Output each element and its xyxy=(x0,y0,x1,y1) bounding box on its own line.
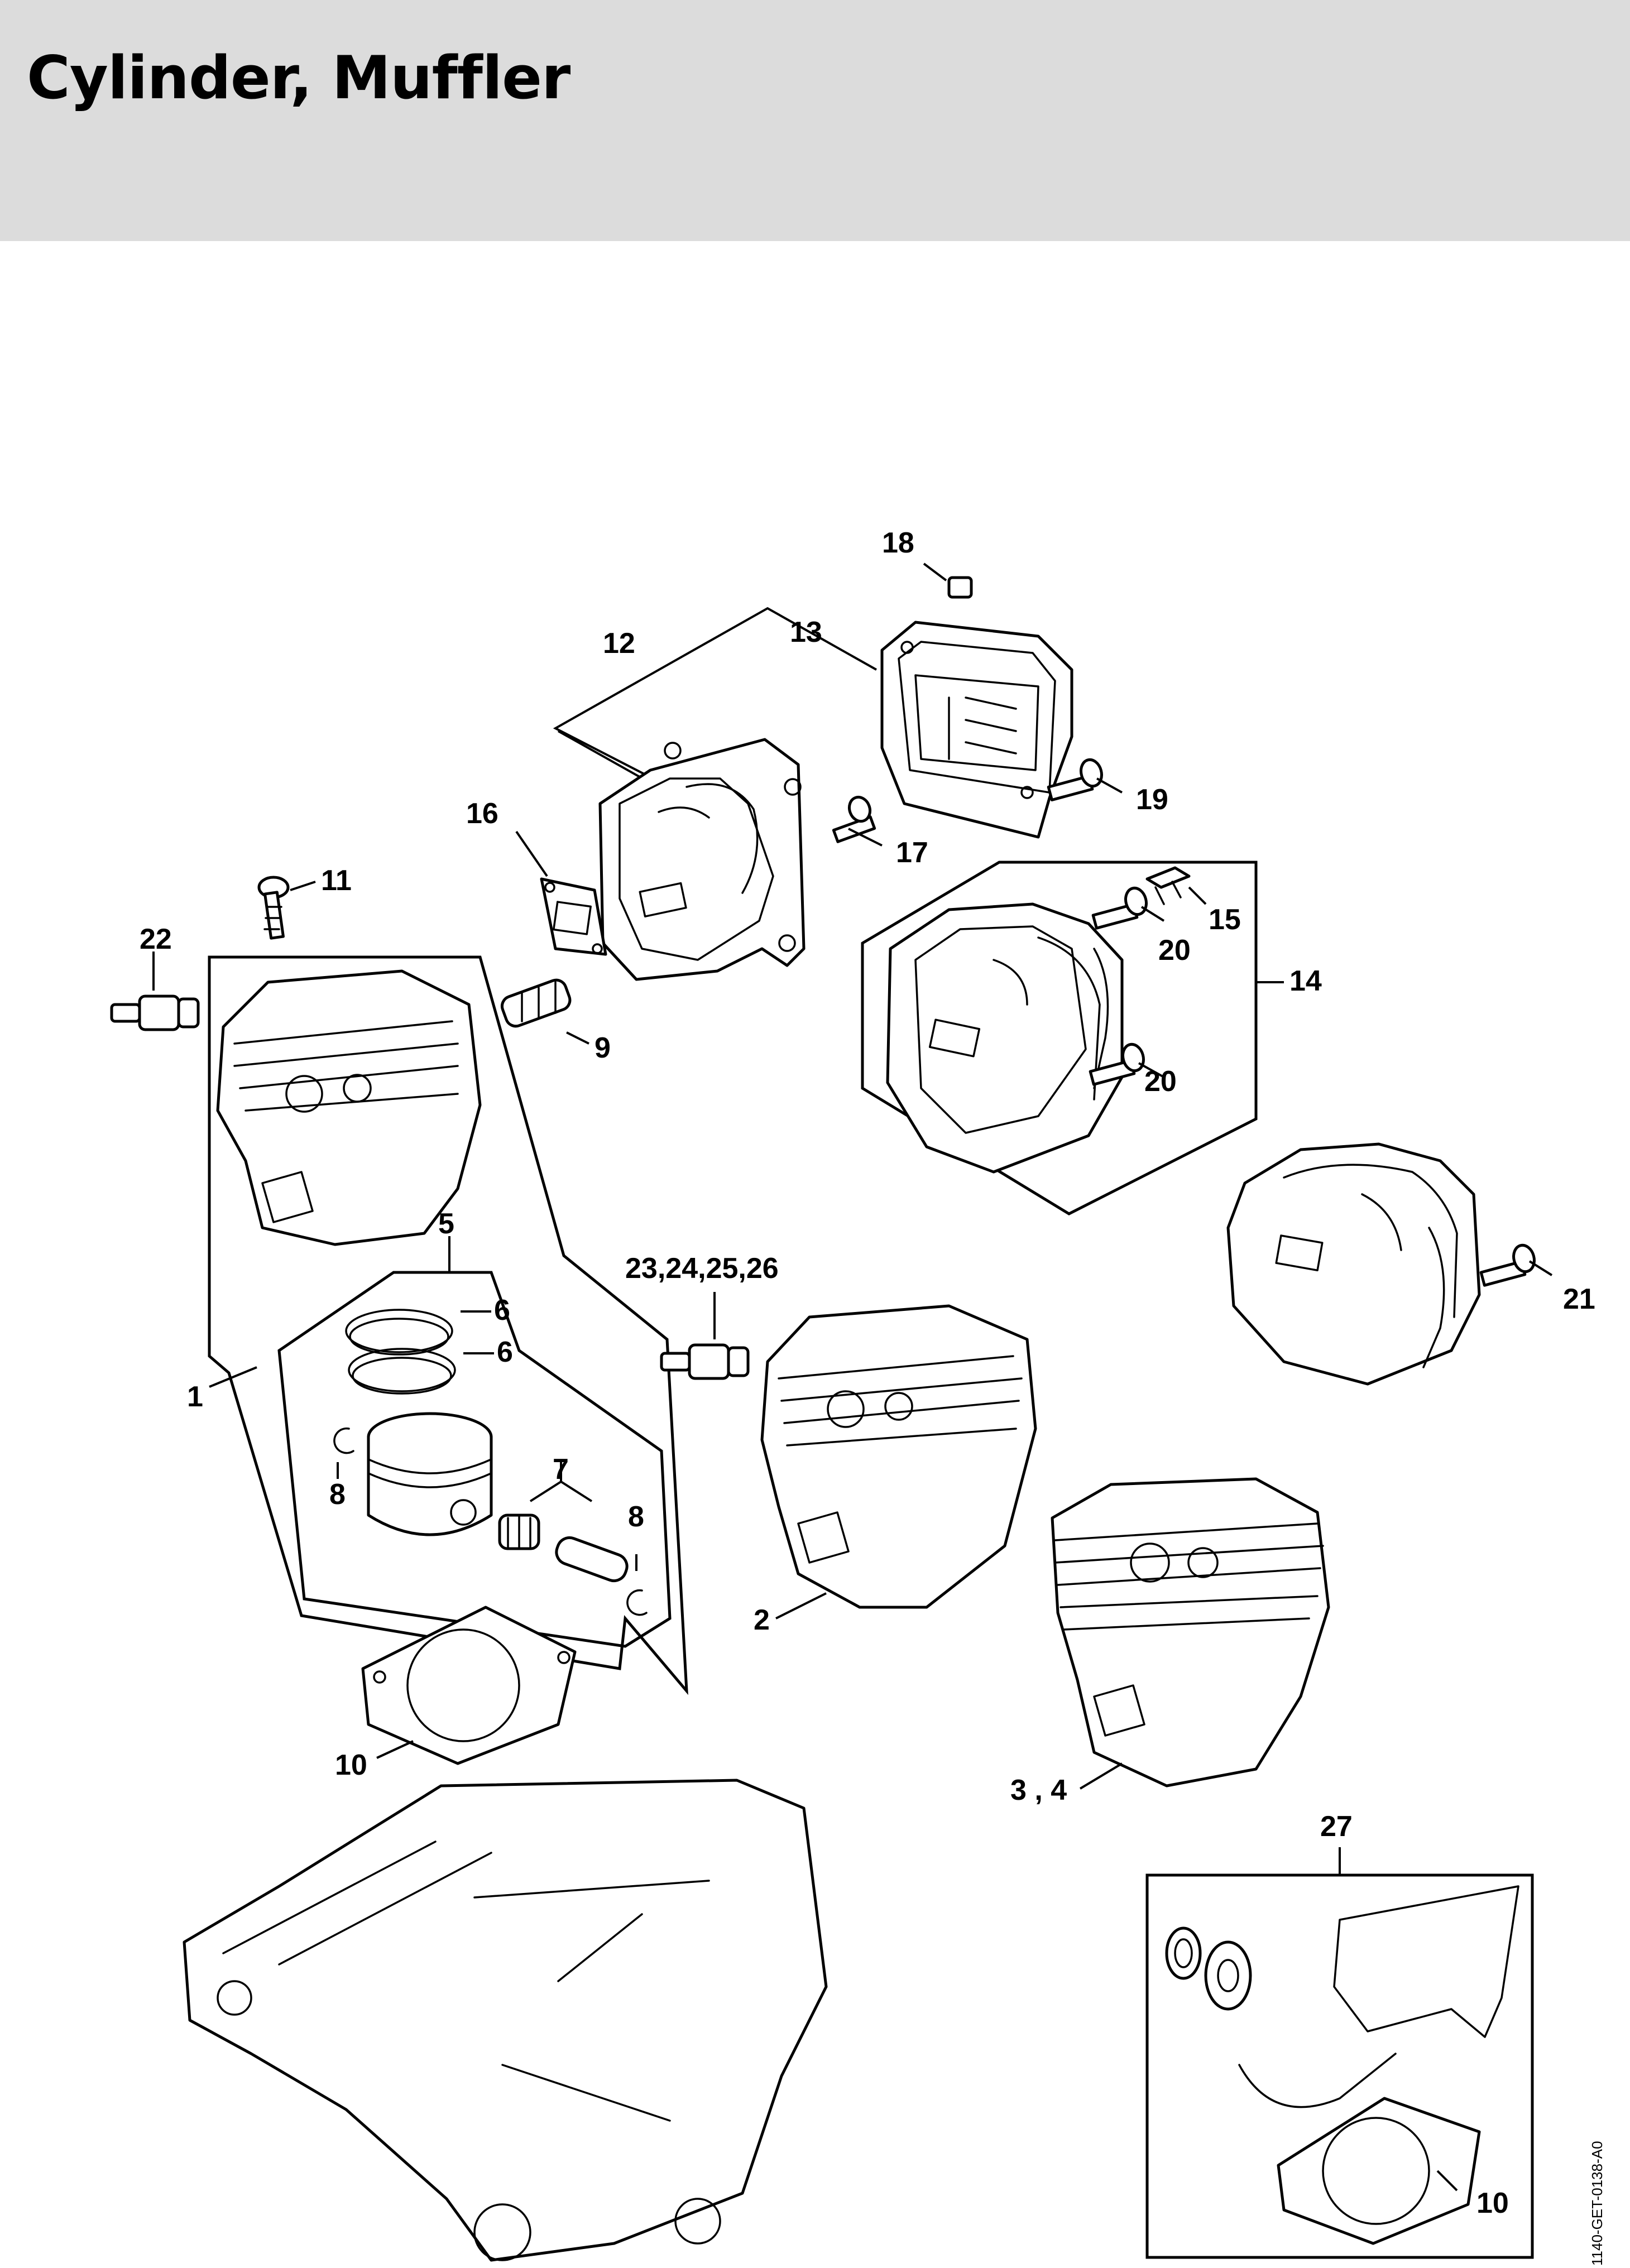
callout-10b: 10 xyxy=(1476,2187,1509,2219)
callout-6a: 6 xyxy=(494,1294,510,1327)
circlip-8-right xyxy=(626,1589,648,1616)
drawing-reference-code: 1140-GET-0138-A0 xyxy=(1589,2141,1605,2266)
muffler-body-12 xyxy=(598,738,806,981)
cylinder-3-4 xyxy=(1051,1477,1330,1788)
header-band: Cylinder, Muffler xyxy=(0,0,1630,241)
screw-20-upper xyxy=(1091,886,1148,930)
bracket-12-leg xyxy=(558,730,648,782)
callout-2: 2 xyxy=(754,1604,770,1636)
screw-21 xyxy=(1479,1243,1536,1287)
piston-rings-6 xyxy=(345,1309,456,1395)
piston xyxy=(367,1412,493,1536)
callout-16: 16 xyxy=(466,797,498,830)
gasket-set-27 xyxy=(1165,1885,1519,2245)
callout-23-26: 23,24,25,26 xyxy=(625,1252,779,1285)
muffler-14 xyxy=(886,902,1124,1174)
callout-9: 9 xyxy=(595,1032,611,1064)
callout-6b: 6 xyxy=(497,1336,513,1368)
screw-11 xyxy=(257,876,290,940)
circlip-8-left xyxy=(333,1427,354,1454)
piston-pin-7 xyxy=(555,1536,629,1583)
screw-20-lower xyxy=(1089,1042,1145,1086)
callout-19: 19 xyxy=(1136,784,1168,816)
screw-18 xyxy=(947,576,973,599)
callout-labels: 1 2 3 , 4 5 6 6 7 8 8 9 10 10 11 12 13 1… xyxy=(140,527,1595,2219)
group-frame-14 xyxy=(861,861,1258,1215)
clip-15 xyxy=(1145,866,1191,905)
callout-17: 17 xyxy=(896,837,928,869)
callout-11: 11 xyxy=(321,864,352,897)
screw-17 xyxy=(832,795,876,843)
muffler-large xyxy=(1226,1142,1481,1386)
spark-arrestor-9 xyxy=(500,978,572,1028)
callout-13: 13 xyxy=(790,616,822,648)
callout-20a: 20 xyxy=(1158,934,1191,967)
bracket-12-13 xyxy=(553,607,877,777)
needle-cage-7 xyxy=(498,1513,540,1550)
spark-plug-22 xyxy=(110,994,200,1031)
callout-8a: 8 xyxy=(329,1478,346,1511)
group-frame-5 xyxy=(277,1271,672,1648)
callout-18: 18 xyxy=(882,527,914,559)
callout-22: 22 xyxy=(140,923,172,955)
callout-12: 12 xyxy=(603,627,635,660)
leader-lines xyxy=(152,563,1553,2192)
callout-10a: 10 xyxy=(335,1749,367,1781)
spark-plug-23-26 xyxy=(660,1343,750,1380)
base-gasket-10 xyxy=(361,1606,577,1765)
page-title: Cylinder, Muffler xyxy=(27,44,570,112)
callout-20b: 20 xyxy=(1144,1065,1177,1098)
muffler-shell-13 xyxy=(880,621,1073,839)
callout-14: 14 xyxy=(1289,965,1322,997)
callout-15: 15 xyxy=(1209,904,1241,936)
cylinder-2 xyxy=(760,1304,1037,1609)
crankcase xyxy=(183,1779,828,2262)
callout-21: 21 xyxy=(1563,1283,1595,1315)
callout-5: 5 xyxy=(438,1208,454,1240)
callout-27: 27 xyxy=(1320,1810,1353,1843)
callout-8b: 8 xyxy=(628,1501,644,1533)
callout-3-4: 3 , 4 xyxy=(1010,1774,1067,1806)
callout-1: 1 xyxy=(187,1381,203,1413)
group-frame-1 xyxy=(208,955,688,1695)
cylinder-1 xyxy=(216,969,482,1246)
gasket-16 xyxy=(540,877,607,956)
callout-7: 7 xyxy=(553,1453,569,1486)
